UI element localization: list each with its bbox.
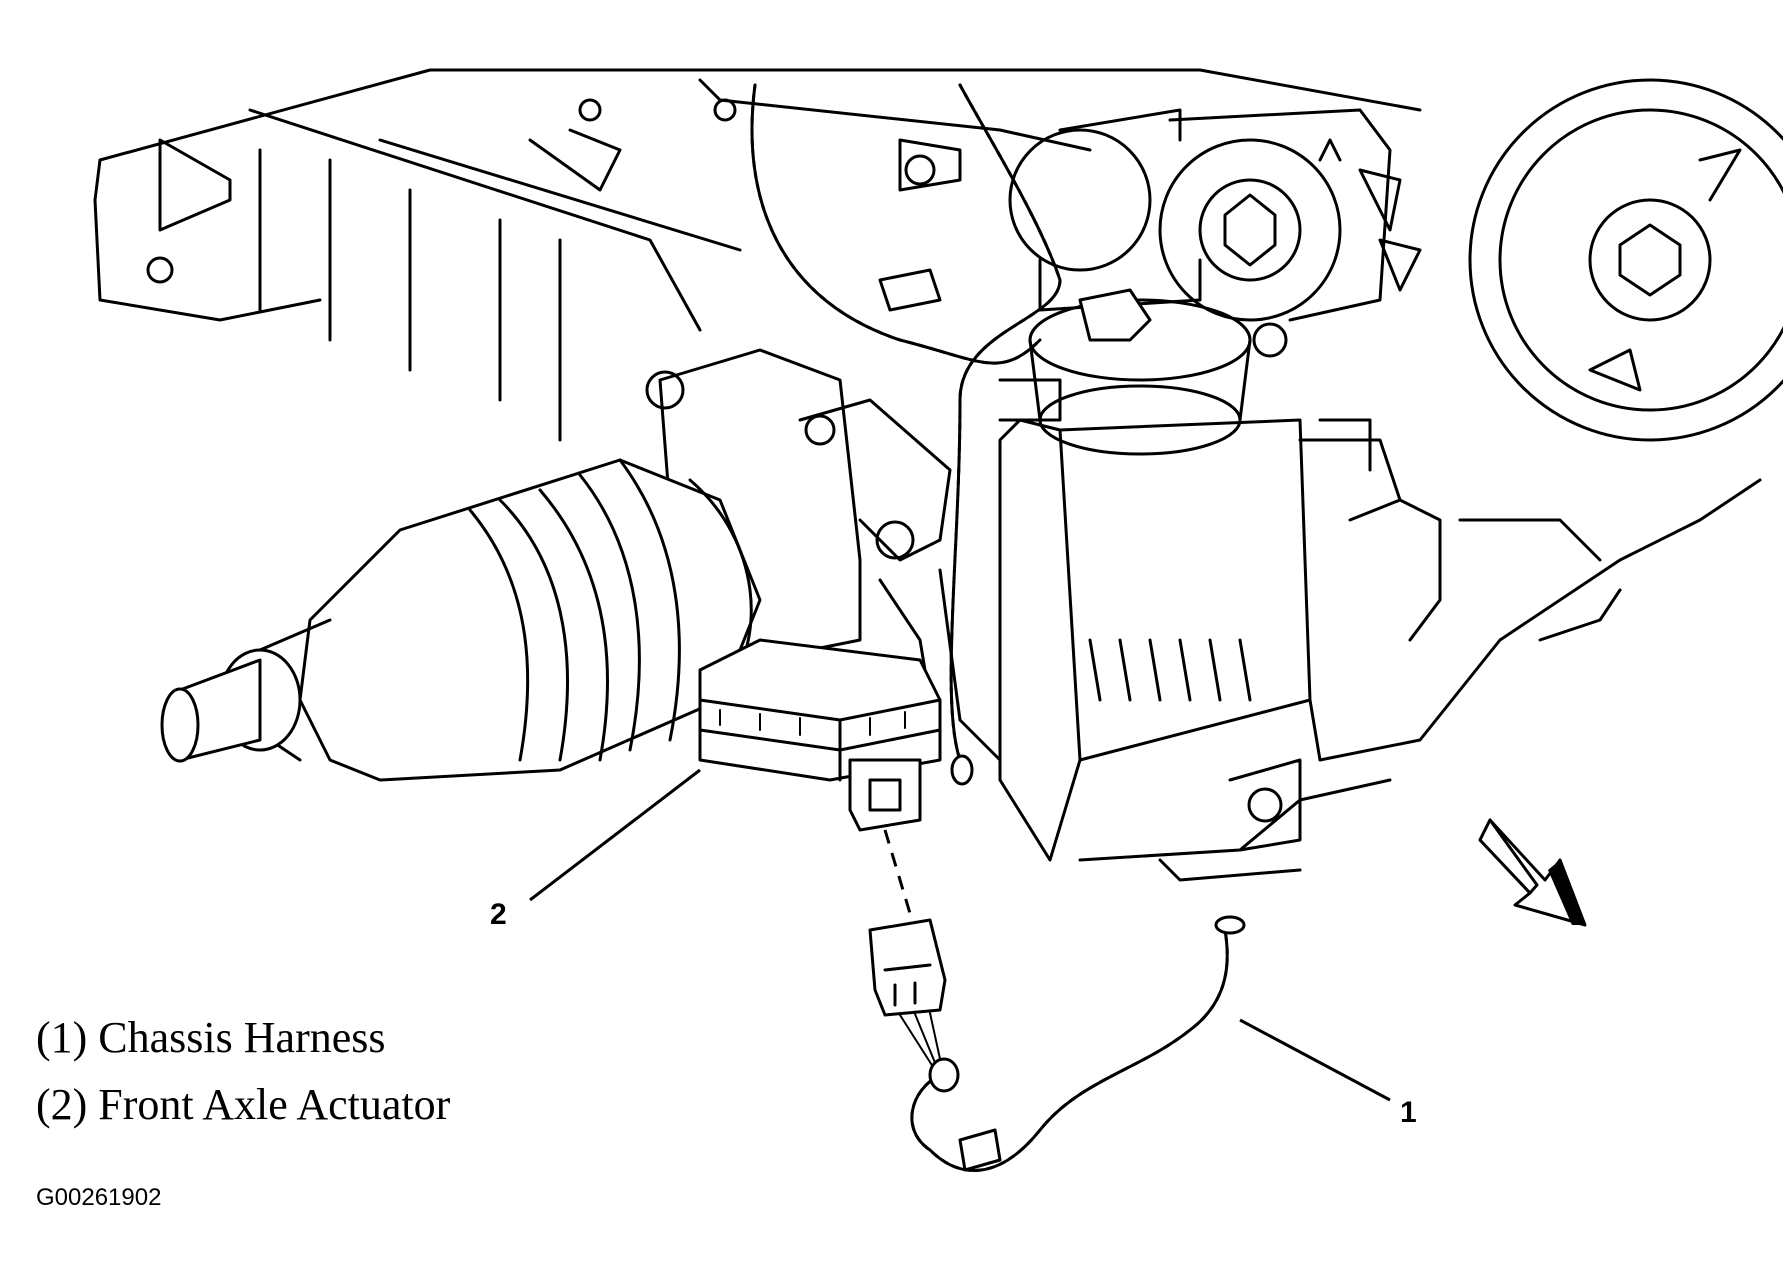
frame-rails: [93, 68, 1422, 442]
front-direction-arrow-icon: [1478, 818, 1587, 927]
drive-shaft-boot: [160, 458, 762, 782]
legend-item-front-axle-actuator: (2) Front Axle Actuator: [36, 1080, 451, 1129]
legend-item-chassis-harness: (1) Chassis Harness: [36, 1013, 386, 1062]
engine-pulleys: [1008, 78, 1783, 442]
chassis-harness-wire: [910, 915, 1246, 1172]
figure-id-code: G00261902: [36, 1184, 162, 1211]
front-axle-actuator: [698, 638, 942, 832]
leader-line-1: [1239, 1018, 1391, 1102]
front-axle-housing: [998, 418, 1762, 882]
oil-filter-housing: [998, 298, 1372, 472]
chassis-harness-connector: [868, 918, 947, 1071]
leader-line-2: [529, 768, 701, 902]
callout-number-1: 1: [1400, 1096, 1417, 1129]
engine-harness-wire: [750, 83, 1152, 786]
connector-alignment-line: [883, 829, 917, 931]
callout-number-2: 2: [490, 898, 507, 931]
